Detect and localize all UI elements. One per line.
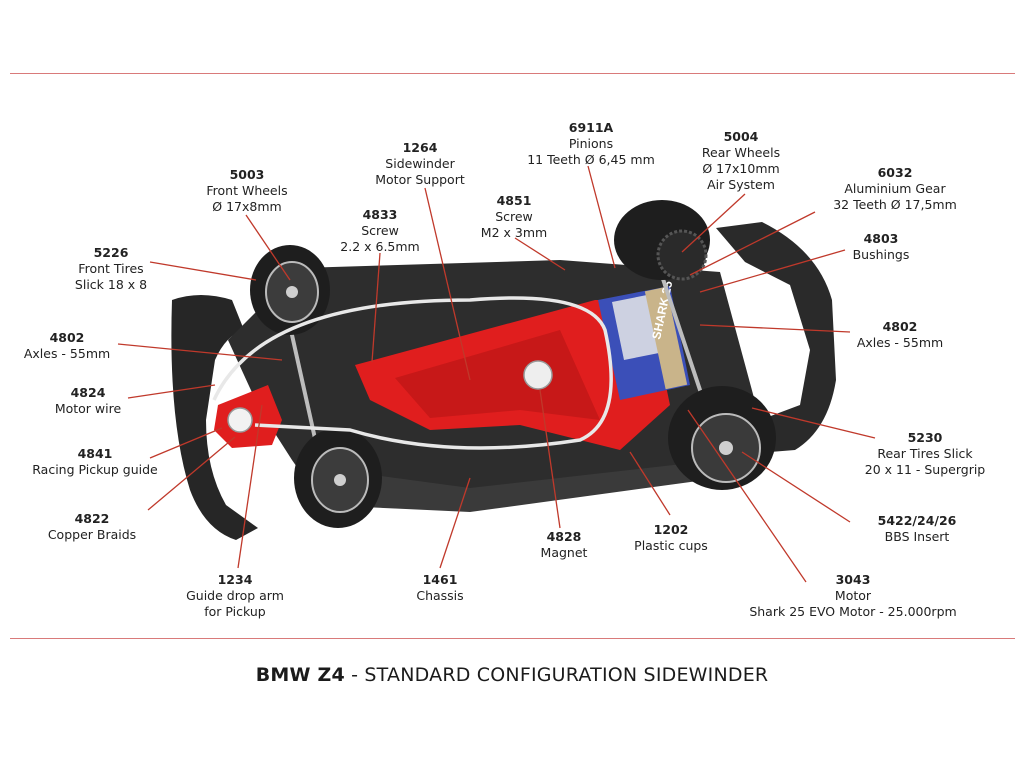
pickup-guide [227, 407, 253, 433]
chassis-rail [300, 462, 720, 512]
rear-wheel-bottom [668, 386, 776, 490]
part-label-screw-2.2: 4833 Screw 2.2 x 6.5mm [340, 207, 420, 254]
part-label-bushings: 4803 Bushings [852, 231, 910, 262]
magnet [523, 360, 553, 390]
motor: SHARK 25 [598, 279, 690, 400]
part-label-chassis: 1461 Chassis [416, 572, 464, 603]
part-label-motor-wire: 4824 Motor wire [54, 385, 122, 416]
part-label-rear-tires: 5230 Rear Tires Slick 20 x 11 - Supergri… [864, 430, 986, 477]
aluminium-gear [656, 229, 708, 281]
rear-wheel-top [614, 200, 710, 281]
part-label-pinions: 6911A Pinions 11 Teeth Ø 6,45 mm [527, 120, 655, 167]
part-label-bbs-insert: 5422/24/26 BBS Insert [877, 513, 957, 544]
part-label-front-axles: 4802 Axles - 55mm [23, 330, 111, 361]
caption-description: STANDARD CONFIGURATION SIDEWINDER [364, 664, 769, 686]
part-label-front-wheels: 5003 Front Wheels Ø 17x8mm [206, 167, 288, 214]
rear-spoiler [716, 222, 836, 452]
top-divider [10, 73, 1015, 74]
bottom-divider [10, 638, 1015, 639]
part-label-rear-axles: 4802 Axles - 55mm [856, 319, 944, 350]
part-label-rear-wheels: 5004 Rear Wheels Ø 17x10mm Air System [701, 129, 781, 192]
caption-model: BMW Z4 [255, 664, 345, 686]
part-label-aluminium-gear: 6032 Aluminium Gear 32 Teeth Ø 17,5mm [833, 165, 957, 212]
front-wheel-top [250, 245, 330, 335]
front-wheel-bottom [294, 428, 382, 528]
part-label-pickup-guide: 4841 Racing Pickup guide [32, 446, 158, 477]
part-label-front-tires: 5226 Front Tires Slick 18 x 8 [74, 245, 148, 292]
part-label-plastic-cups: 1202 Plastic cups [634, 522, 708, 553]
part-label-motor: 3043 Motor Shark 25 EVO Motor - 25.000rp… [749, 572, 957, 619]
front-spoiler [171, 295, 258, 540]
part-label-motor-support: 1264 Sidewinder Motor Support [375, 140, 465, 187]
caption-separator: - [344, 664, 365, 686]
diagram-caption: BMW Z4 - STANDARD CONFIGURATION SIDEWIND… [0, 664, 1024, 686]
part-label-guide-drop-arm: 1234 Guide drop arm for Pickup [186, 572, 284, 619]
part-label-magnet: 4828 Magnet [540, 529, 588, 560]
motor-wire [212, 296, 613, 450]
part-label-copper-braids: 4822 Copper Braids [47, 511, 137, 542]
part-label-screw-m2: 4851 Screw M2 x 3mm [480, 193, 548, 240]
